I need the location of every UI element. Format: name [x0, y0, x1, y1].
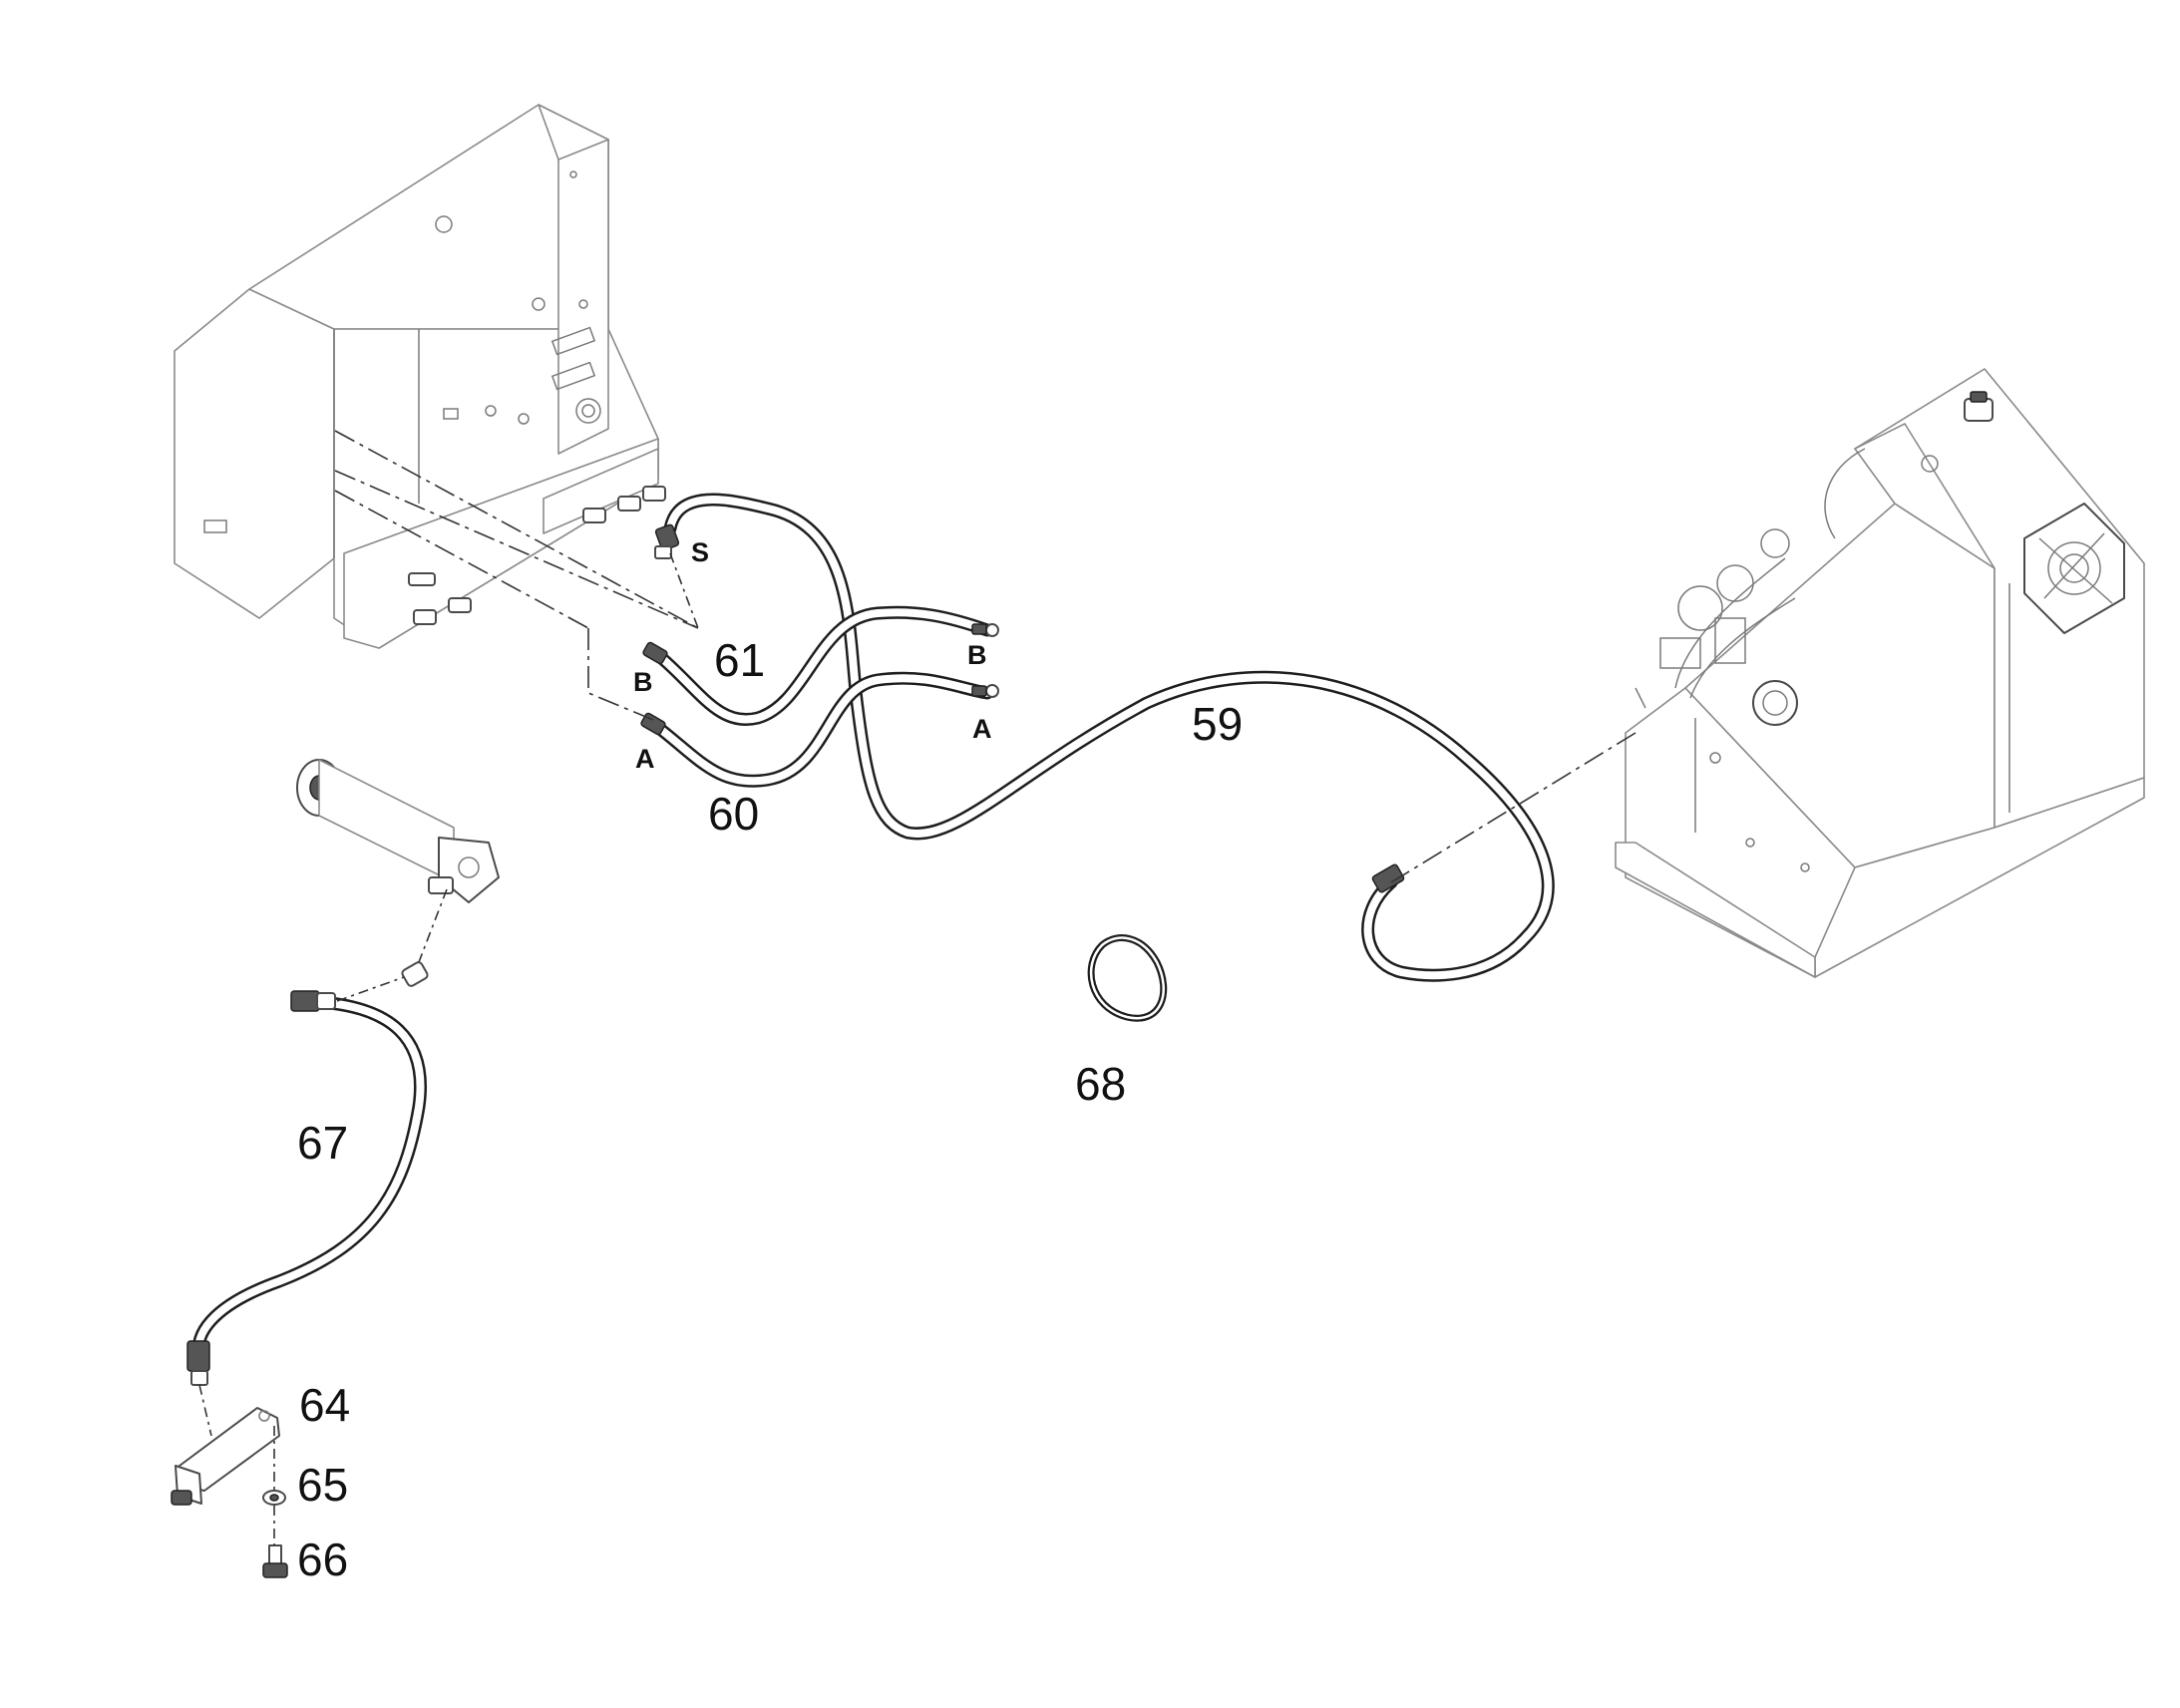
port-label-s: S [691, 537, 709, 567]
right-pump-housing [1615, 368, 2145, 978]
callout-59: 59 [1192, 698, 1243, 750]
callout-65: 65 [297, 1459, 348, 1511]
callout-60: 60 [708, 788, 759, 840]
left-control-housing [174, 104, 666, 649]
engine-components [1635, 448, 1866, 709]
hose-67 [191, 995, 427, 1363]
hose-fittings [186, 523, 1405, 1386]
hose-59 [663, 493, 1555, 982]
callout-67: 67 [297, 1117, 348, 1169]
pressure-gauge [1752, 680, 1798, 726]
washer-65 [262, 1490, 286, 1506]
fan-guard [2023, 503, 2125, 634]
port-label-a-right: A [972, 714, 992, 744]
o-ring-68 [1087, 934, 1168, 1022]
callout-68: 68 [1075, 1058, 1126, 1110]
manifold-fittings [408, 486, 666, 625]
port-label-b-left: B [633, 667, 653, 697]
leader-lines [198, 430, 1636, 1545]
filter-assembly [296, 759, 500, 903]
callout-61: 61 [714, 634, 765, 686]
callout-64: 64 [299, 1379, 350, 1431]
filler-cap [1964, 391, 1994, 422]
drain-valve-64 [171, 1407, 280, 1506]
hose-60 [649, 671, 994, 788]
bolt-66 [262, 1544, 288, 1578]
hose-61 [651, 605, 994, 726]
callout-66: 66 [297, 1534, 348, 1585]
port-label-b-right: B [967, 640, 987, 670]
port-label-a-left: A [635, 744, 655, 774]
